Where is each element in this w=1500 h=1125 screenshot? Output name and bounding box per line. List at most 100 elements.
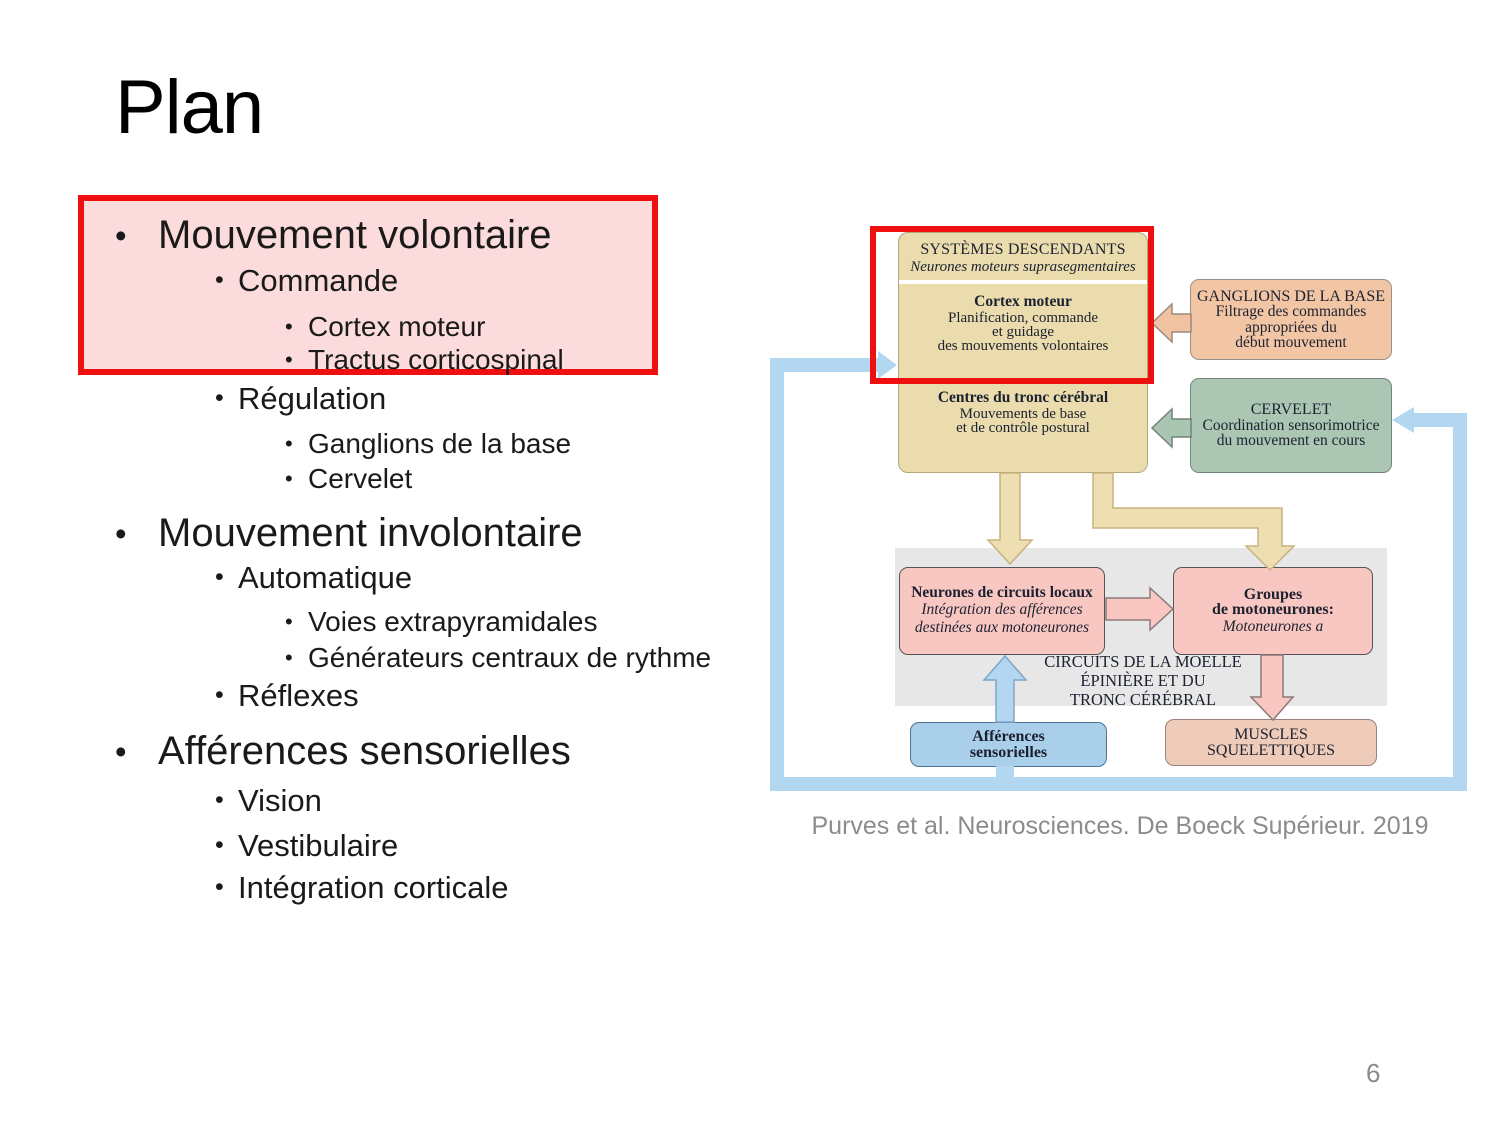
basal-ganglia-line: Filtrage des commandes [1215, 303, 1367, 320]
figure-caption: Purves et al. Neurosciences. De Boeck Su… [811, 812, 1429, 840]
outline-text: Mouvement involontaire [158, 511, 583, 555]
bullet-icon: • [215, 786, 224, 814]
cerebellum-line: Coordination sensorimotrice [1202, 416, 1380, 434]
blue-feedback-loop-line [770, 358, 1467, 791]
sensory-afferents-line: Afférences [972, 728, 1045, 745]
motor-cortex-line: Planification, commande [948, 310, 1098, 326]
page-title: Plan [115, 65, 264, 150]
sensory-afferents-box: Afférences sensorielles [910, 722, 1107, 767]
bullet-icon: • [285, 431, 293, 456]
list-item: • Tractus corticospinal [285, 346, 564, 374]
cerebellum-box: CERVELET Coordination sensorimotrice du … [1190, 378, 1392, 473]
outline-text: Vestibulaire [238, 828, 399, 863]
outline-text: Mouvement volontaire [158, 213, 552, 257]
descending-systems-title: SYSTÈMES DESCENDANTS [920, 241, 1126, 258]
cerebellum-title: CERVELET [1250, 401, 1332, 419]
outline-text: Automatique [238, 560, 413, 595]
skeletal-muscles-box: MUSCLES SQUELETTIQUES [1165, 719, 1377, 766]
outline-text: Ganglions de la base [308, 428, 572, 459]
list-item: • Cortex moteur [285, 313, 485, 341]
list-item: • Commande [215, 265, 398, 296]
highlight-box-diagram [870, 226, 1154, 384]
arrow-feedback-to-cerebellum-icon [1392, 407, 1414, 433]
bullet-icon: • [285, 645, 293, 670]
outline-text: Tractus corticospinal [308, 344, 564, 375]
list-item: • Réflexes [215, 680, 359, 711]
list-item: • Cervelet [285, 465, 412, 493]
arrow-descending-to-neurons-icon [986, 472, 1034, 566]
separator-line [899, 280, 1147, 284]
list-item: • Vision [215, 785, 322, 816]
skeletal-muscles-line: MUSCLES [1234, 726, 1308, 743]
bullet-icon: • [215, 563, 224, 591]
arrow-basal-ganglia-to-cortex-icon [1150, 302, 1192, 344]
outline-text: Intégration corticale [238, 870, 509, 905]
basal-ganglia-box: GANGLIONS DE LA BASE Filtrage des comman… [1190, 279, 1392, 360]
outline-text: Réflexes [238, 678, 359, 713]
diagram-connectors [770, 302, 1467, 791]
brainstem-centers-line: et de contrôle postural [956, 420, 1090, 436]
motor-cortex-line: et guidage [991, 324, 1055, 340]
basal-ganglia-line: appropriées du [1245, 318, 1337, 336]
outline-text: Commande [238, 263, 399, 298]
local-circuit-neurons-box: Neurones de circuits locaux Intégration … [899, 567, 1105, 655]
motor-cortex-section: Cortex moteur Planification, commande et… [899, 293, 1147, 354]
motoneuron-groups-title: Groupes [1243, 585, 1303, 603]
list-item: • Générateurs centraux de rythme [285, 644, 711, 672]
list-item: • Automatique [215, 562, 412, 593]
list-item: • Mouvement involontaire [115, 513, 583, 553]
sensory-afferents-line: sensorielles [969, 743, 1048, 761]
spinal-circuits-label: CIRCUITS DE LA MOELLE ÉPINIÈRE ET DU TRO… [1003, 652, 1283, 709]
outline-text: Régulation [238, 381, 387, 416]
basal-ganglia-title: GANGLIONS DE LA BASE [1197, 287, 1385, 305]
skeletal-muscles-line: SQUELETTIQUES [1207, 741, 1335, 759]
list-item: • Ganglions de la base [285, 430, 571, 458]
spinal-circuits-line: TRONC CÉRÉBRAL [1069, 690, 1217, 709]
motor-cortex-title: Cortex moteur [974, 293, 1072, 310]
outline-text: Voies extrapyramidales [308, 606, 598, 637]
arrow-motoneurons-to-muscles-icon [1249, 654, 1295, 722]
list-item: • Mouvement volontaire [115, 215, 552, 255]
bullet-icon: • [215, 831, 224, 859]
basal-ganglia-line: début mouvement [1235, 334, 1347, 351]
motoneuron-groups-box: Groupes de motoneurones: Motoneurones a [1173, 567, 1373, 655]
list-item: • Voies extrapyramidales [285, 608, 597, 636]
bullet-icon: • [215, 873, 224, 901]
bullet-icon: • [115, 515, 127, 552]
page-number: 6 [1366, 1058, 1381, 1088]
bullet-icon: • [285, 466, 293, 491]
cerebellum-line: du mouvement en cours [1216, 432, 1366, 450]
highlight-box-outline [78, 195, 658, 375]
list-item: • Vestibulaire [215, 830, 398, 861]
arrow-feedback-to-cortex-icon [878, 351, 897, 379]
arrow-cerebellum-to-brainstem-icon [1150, 407, 1192, 449]
arrow-afferents-to-neurons-icon [982, 654, 1028, 723]
outline-text: Cervelet [308, 463, 413, 494]
descending-systems-subtitle: Neurones moteurs suprasegmentaires [910, 259, 1136, 275]
spinal-circuits-line: ÉPINIÈRE ET DU [1080, 671, 1206, 690]
local-circuit-neurons-line: destinées aux motoneurones [914, 618, 1090, 636]
bullet-icon: • [115, 217, 127, 254]
bullet-icon: • [285, 314, 293, 339]
bullet-icon: • [215, 681, 224, 709]
spinal-circuits-line: CIRCUITS DE LA MOELLE [1044, 652, 1242, 671]
list-item: • Régulation [215, 383, 386, 414]
afferents-loop-stem [996, 766, 1014, 784]
outline-text: Vision [238, 783, 322, 818]
bullet-icon: • [285, 347, 293, 372]
brainstem-centers-title: Centres du tronc cérébral [937, 389, 1109, 406]
motor-cortex-line: des mouvements volontaires [937, 338, 1109, 354]
brainstem-centers-section: Centres du tronc cérébral Mouvements de … [899, 389, 1147, 436]
outline-text: Générateurs centraux de rythme [308, 642, 712, 673]
bullet-icon: • [215, 384, 224, 412]
motoneuron-groups-title: de motoneurones: [1212, 601, 1334, 618]
outline-text: Afférences sensorielles [158, 729, 571, 773]
arrow-descending-to-motoneurons-icon [1092, 472, 1296, 572]
local-circuit-neurons-line: Intégration des afférences [921, 600, 1083, 618]
arrow-neurons-to-motoneurons-icon [1105, 586, 1175, 632]
list-item: • Afférences sensorielles [115, 731, 571, 771]
brainstem-centers-line: Mouvements de base [959, 406, 1087, 422]
local-circuit-neurons-title: Neurones de circuits locaux [911, 584, 1093, 602]
motoneuron-groups-line: Motoneurones a [1222, 617, 1324, 635]
bullet-icon: • [285, 609, 293, 634]
